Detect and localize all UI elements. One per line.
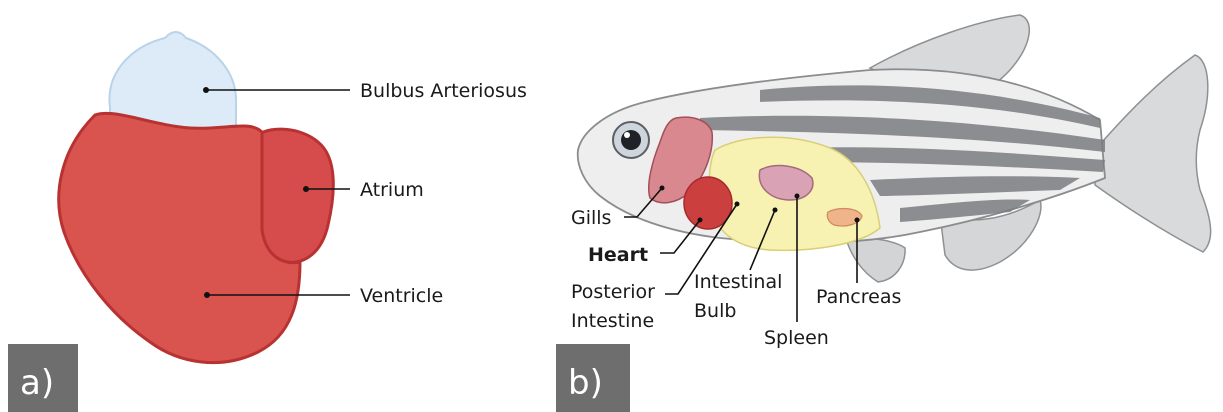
spleen-leader-dot bbox=[795, 194, 800, 199]
label-posterior-intestine-line2: Intestine bbox=[571, 310, 654, 332]
label-pancreas: Pancreas bbox=[816, 286, 901, 308]
bulbus-leader-dot bbox=[203, 87, 209, 93]
label-spleen: Spleen bbox=[764, 327, 829, 349]
atrium-leader-dot bbox=[303, 186, 309, 192]
fish-pupil bbox=[621, 130, 641, 150]
label-gills: Gills bbox=[571, 207, 611, 229]
label-heart: Heart bbox=[588, 244, 648, 266]
posterior-intestine-leader-dot bbox=[735, 202, 740, 207]
panel-a-tag: a) bbox=[20, 363, 54, 403]
panel-b-tag: b) bbox=[568, 363, 603, 403]
intestinal-bulb-leader-dot bbox=[773, 208, 778, 213]
pancreas-leader-dot bbox=[855, 218, 860, 223]
label-atrium: Atrium bbox=[360, 179, 424, 201]
atrium-shape bbox=[256, 129, 333, 262]
ventricle-leader-dot bbox=[204, 292, 210, 298]
bulbus-arteriosus-shape bbox=[109, 32, 236, 128]
fish-eye-highlight bbox=[624, 132, 630, 138]
label-bulbus-arteriosus: Bulbus Arteriosus bbox=[360, 80, 527, 102]
panel-b-zebrafish-diagram: Gills Heart Posterior Intestine Intestin… bbox=[556, 15, 1211, 412]
gills-leader-dot bbox=[660, 186, 665, 191]
label-intestinal-bulb-line2: Bulb bbox=[694, 300, 736, 322]
label-ventricle: Ventricle bbox=[360, 285, 443, 307]
panel-a-heart-diagram: Bulbus Arteriosus Atrium Ventricle a) bbox=[8, 32, 527, 412]
label-intestinal-bulb-line1: Intestinal bbox=[694, 271, 782, 293]
pelvic-fin bbox=[845, 235, 905, 282]
heart-leader-dot bbox=[698, 218, 703, 223]
label-posterior-intestine-line1: Posterior bbox=[571, 281, 655, 303]
tail-fin bbox=[1095, 55, 1211, 252]
